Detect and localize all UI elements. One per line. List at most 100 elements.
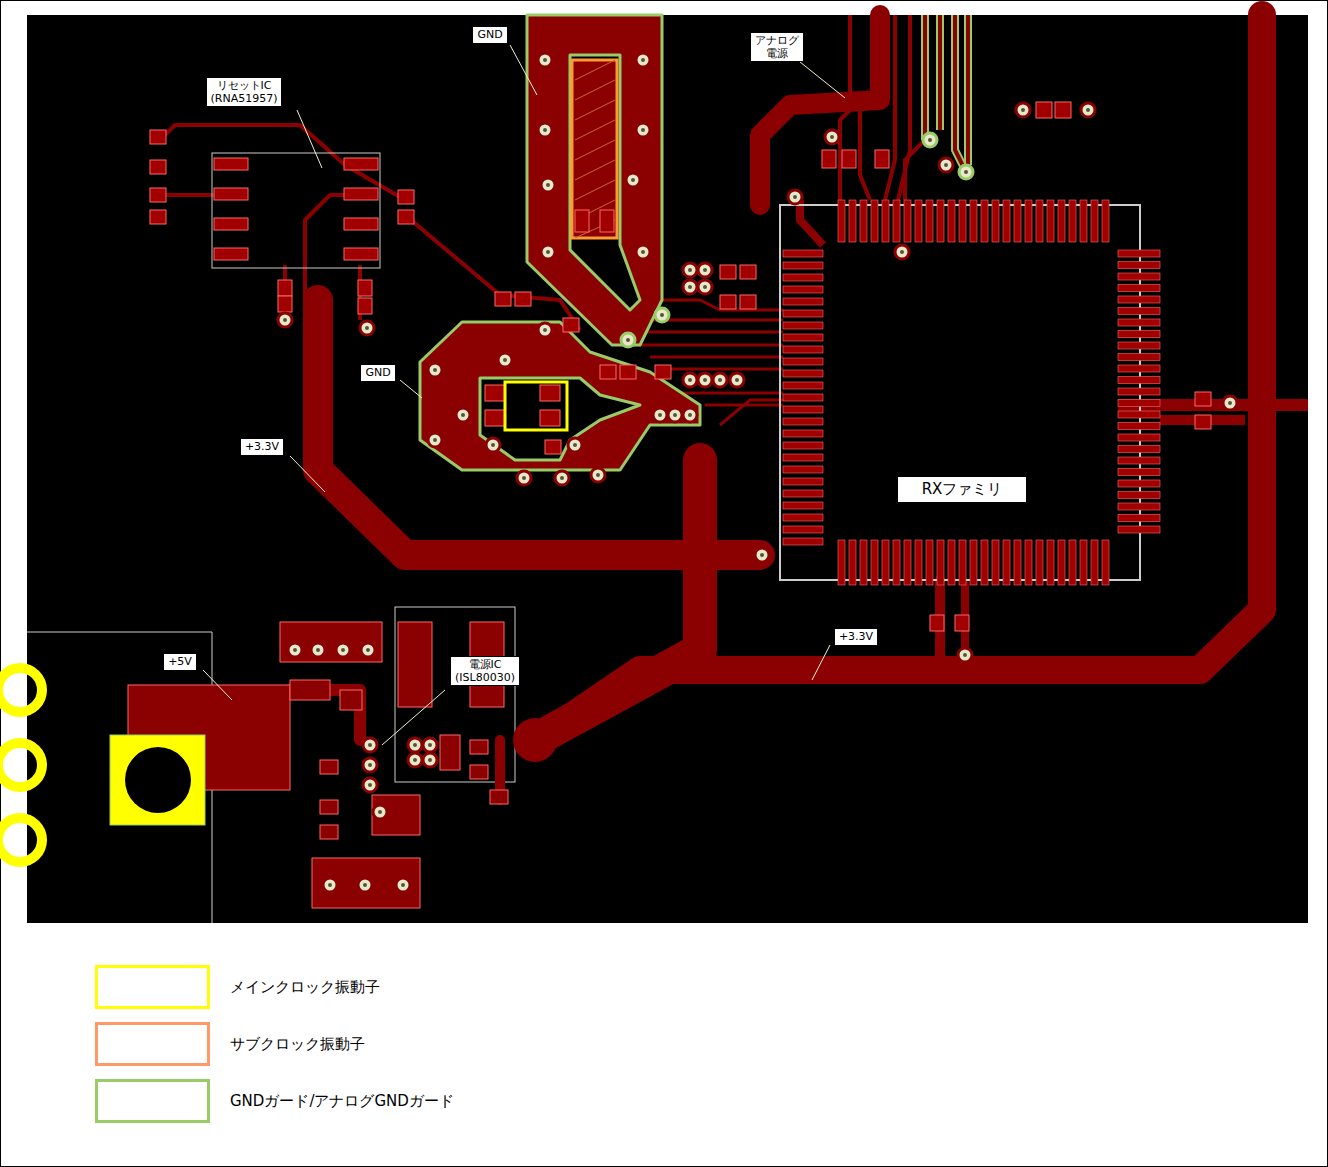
mcu-pin (926, 540, 933, 585)
via (368, 783, 372, 787)
passive-part (822, 150, 836, 168)
via (713, 373, 727, 387)
via (363, 758, 377, 772)
mcu-pin (783, 442, 823, 449)
via (428, 758, 432, 762)
mcu-pin (783, 406, 823, 413)
passive-part (1195, 392, 1211, 406)
via (491, 443, 495, 447)
reset-ic (398, 190, 414, 204)
via (698, 280, 712, 294)
legend-swatch (95, 1022, 210, 1066)
mcu-pin (860, 200, 867, 242)
via (1081, 103, 1095, 117)
left-outline (27, 607, 515, 923)
mcu-pin (849, 200, 856, 242)
via (641, 128, 645, 132)
passive-part (563, 318, 579, 332)
via (546, 183, 550, 187)
via (336, 643, 350, 657)
callout-box: +3.3V (240, 438, 284, 455)
mcu-pin (783, 262, 823, 269)
via (328, 883, 332, 887)
via (698, 373, 712, 387)
via (311, 643, 325, 657)
legend-swatch (95, 965, 210, 1009)
via (923, 133, 937, 147)
via (288, 643, 302, 657)
mcu-pin (1025, 540, 1032, 585)
passive-part (720, 265, 736, 279)
via (368, 763, 372, 767)
leader-line (290, 456, 325, 492)
via (360, 321, 374, 335)
via (361, 643, 375, 657)
via (365, 326, 369, 330)
bus-trace (680, 392, 783, 395)
via (538, 323, 552, 337)
via (538, 123, 552, 137)
mcu-pin (915, 200, 922, 242)
via (683, 280, 697, 294)
via (735, 378, 739, 382)
mcu-pin (849, 540, 856, 585)
via (688, 378, 692, 382)
reset-ic (344, 188, 378, 200)
via (428, 433, 442, 447)
mcu-pin (783, 346, 823, 353)
mcu-pin (1118, 273, 1160, 280)
analog-trace (938, 15, 942, 130)
mcu-pin (871, 540, 878, 585)
mcu-pin (1118, 377, 1160, 384)
leader-line (400, 380, 422, 398)
legend-swatch (95, 1079, 210, 1123)
via (363, 778, 377, 792)
via (517, 471, 531, 485)
mcu-pin (926, 200, 933, 242)
mcu-pin (893, 200, 900, 242)
analog-guard-trace (964, 15, 972, 165)
via (825, 130, 839, 144)
edge-connector (0, 668, 42, 862)
signal-trace (885, 15, 895, 200)
via (278, 313, 292, 327)
power-ic-area (340, 690, 362, 710)
mcu-pin (1058, 540, 1065, 585)
via (1016, 103, 1030, 117)
mcu-pin (838, 200, 845, 242)
via (683, 408, 697, 422)
reset-ic (214, 248, 248, 260)
mcu-pin (1047, 540, 1054, 585)
passive-part (655, 365, 671, 379)
via (546, 250, 550, 254)
via (486, 438, 500, 452)
mcu-pin (783, 538, 823, 545)
via (636, 245, 650, 259)
analog-guard-trace (925, 15, 968, 172)
mcu-pin (1014, 200, 1021, 242)
mcu-pin (783, 334, 823, 341)
mcu-pin (1118, 515, 1160, 522)
mcu-pin (1091, 200, 1098, 242)
via (1081, 103, 1095, 117)
via (673, 413, 677, 417)
edge-connector (0, 818, 42, 862)
via (341, 648, 345, 652)
mcu-pin (1118, 423, 1160, 430)
leader-line (203, 45, 845, 745)
mcu-pin (1118, 319, 1160, 326)
via (688, 268, 692, 272)
mcu-pin (783, 418, 823, 425)
mcu-pin (783, 514, 823, 521)
leader-line (297, 110, 322, 168)
callout-text: GND (477, 28, 502, 41)
via (718, 378, 722, 382)
leader-line (203, 670, 232, 700)
mcu-pin (1047, 200, 1054, 242)
analog-trace (905, 15, 925, 200)
leader-line (812, 645, 830, 680)
via (423, 738, 437, 752)
via (683, 408, 697, 422)
via (655, 308, 669, 322)
signal-trace (840, 15, 850, 200)
